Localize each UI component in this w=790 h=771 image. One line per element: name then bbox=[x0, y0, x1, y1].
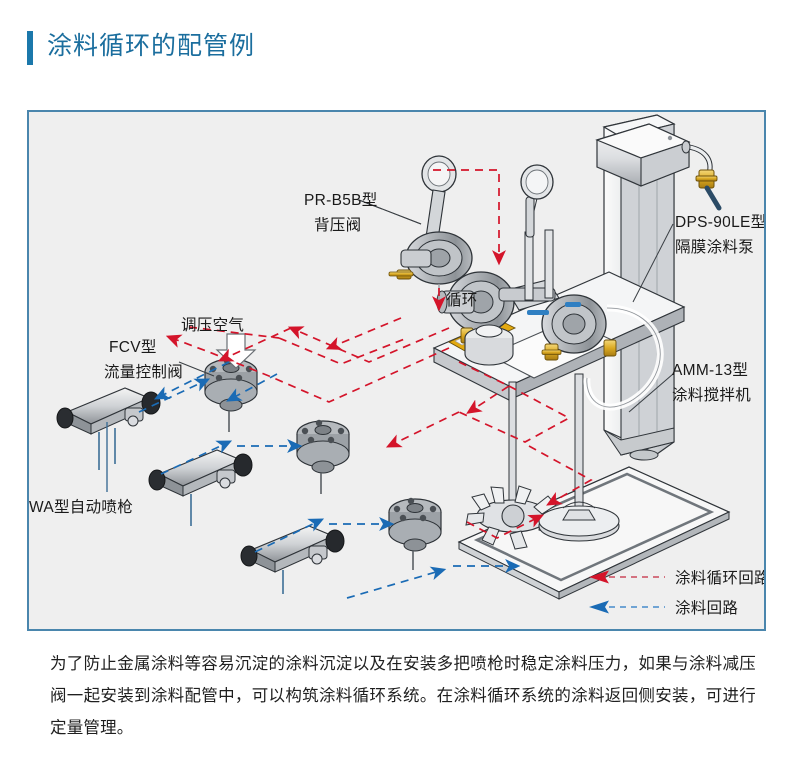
section-header: 涂料循环的配管例 bbox=[0, 18, 790, 78]
legend-label-circulation-loop: 涂料循环回路 bbox=[675, 570, 766, 587]
mixer-second-shaft bbox=[538, 373, 620, 542]
flow-control-valve-2 bbox=[296, 419, 350, 494]
diagram-panel: PR-B5B型 背压阀 DPS-90LE型 隔膜涂料泵 AMM-13型 涂料搅拌… bbox=[27, 110, 766, 631]
label-diaphragm-pump-name: 隔膜涂料泵 bbox=[675, 239, 755, 256]
flow-control-valve-3 bbox=[388, 497, 442, 570]
spray-gun-1 bbox=[56, 387, 161, 470]
label-flow-control-valve-model: FCV型 bbox=[109, 339, 157, 356]
label-back-pressure-valve-name: 背压阀 bbox=[314, 217, 362, 234]
column-head-box bbox=[595, 123, 691, 187]
label-mixer-model: AMM-13型 bbox=[672, 362, 749, 379]
legend-item-paint-loop: 涂料回路 bbox=[589, 592, 764, 622]
label-diaphragm-pump-model: DPS-90LE型 bbox=[675, 214, 766, 231]
supply-route-blue bbox=[138, 361, 521, 599]
legend-swatch-red-arrow bbox=[589, 570, 665, 584]
header-accent-bar bbox=[27, 31, 33, 65]
description-paragraph: 为了防止金属涂料等容易沉淀的涂料沉淀以及在安装多把喷枪时稳定涂料压力，如果与涂料… bbox=[50, 655, 756, 738]
legend-label-paint-loop: 涂料回路 bbox=[675, 600, 739, 617]
label-leader-lines bbox=[106, 199, 674, 492]
spray-gun-2 bbox=[148, 449, 253, 526]
diagram-legend: 涂料循环回路 涂料回路 bbox=[589, 562, 766, 622]
label-circulation: 循环 bbox=[446, 292, 478, 309]
label-regulated-air: 调压空气 bbox=[181, 317, 245, 334]
label-back-pressure-valve-model: PR-B5B型 bbox=[304, 192, 378, 209]
legend-swatch-blue-arrow bbox=[589, 600, 665, 614]
label-mixer-name: 涂料搅拌机 bbox=[672, 387, 752, 404]
brass-fitting-top bbox=[681, 140, 722, 211]
spray-gun-3 bbox=[240, 525, 345, 594]
diaphragm-pump-assembly bbox=[436, 164, 664, 411]
label-spray-gun: WA型自动喷枪 bbox=[29, 499, 133, 516]
circulation-route-red bbox=[165, 169, 593, 539]
page-title: 涂料循环的配管例 bbox=[47, 32, 256, 60]
back-pressure-valve bbox=[358, 155, 473, 308]
paint-pot bbox=[464, 324, 514, 366]
legend-item-circulation-loop: 涂料循环回路 bbox=[589, 562, 766, 592]
diagram-illustration bbox=[56, 114, 731, 600]
label-flow-control-valve-name: 流量控制阀 bbox=[104, 364, 184, 381]
